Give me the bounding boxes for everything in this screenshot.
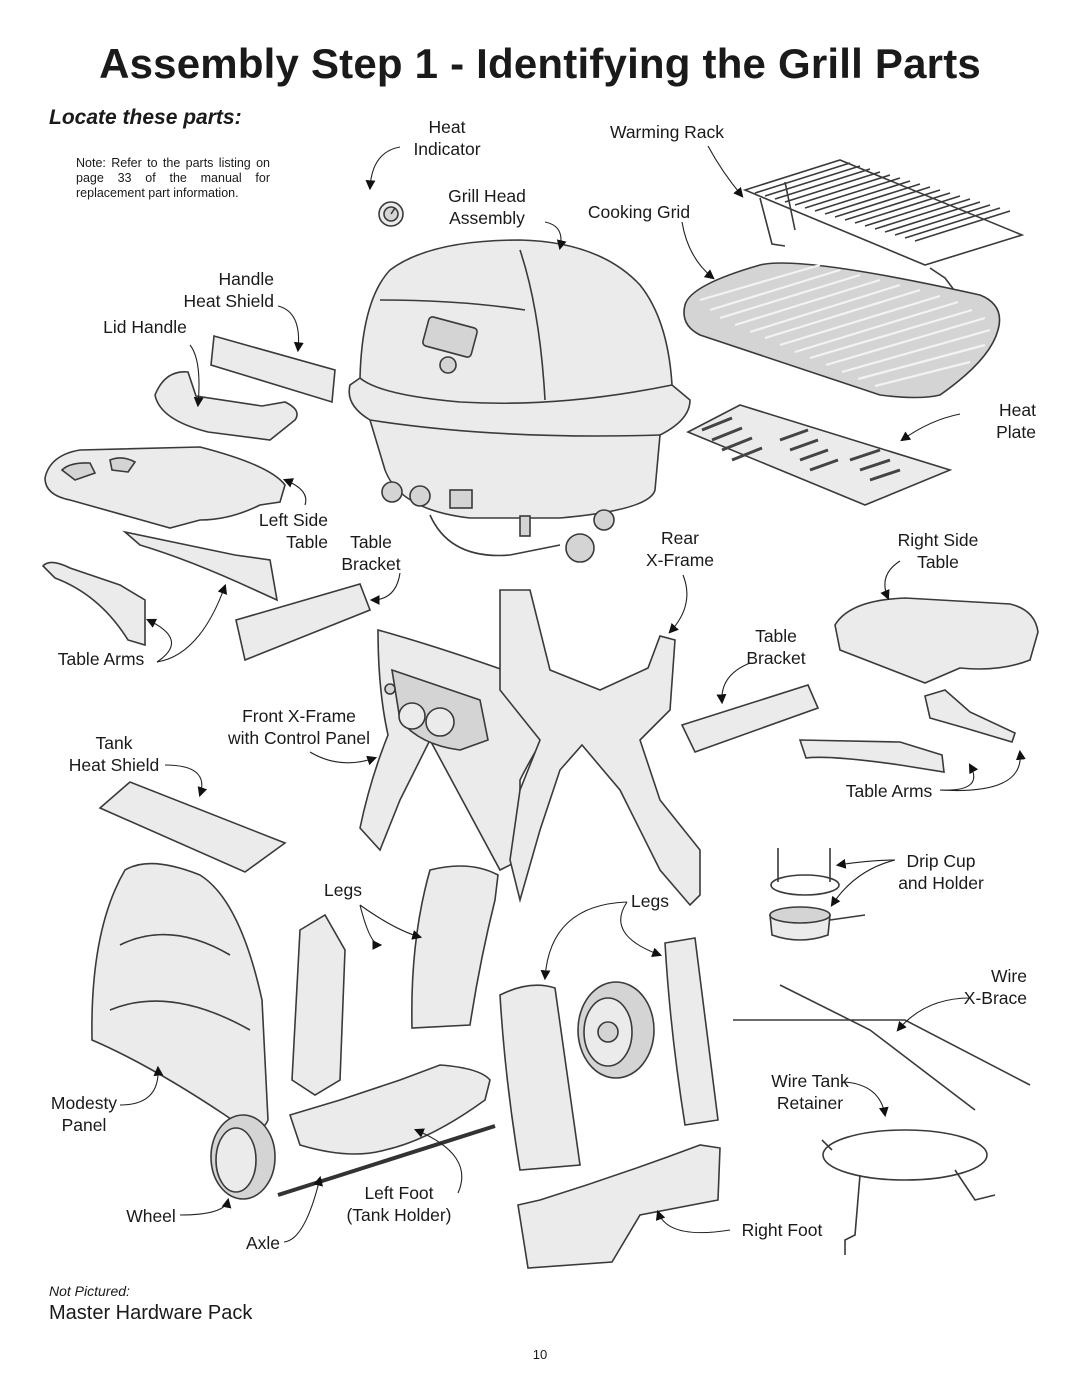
label-table-arms-right: Table Arms — [845, 781, 933, 801]
tank-heat-shield-part — [98, 781, 287, 873]
handle-heat-shield-part — [210, 334, 336, 404]
left-foot-part — [288, 1064, 491, 1155]
right-side-table-part — [834, 597, 1039, 684]
rear-x-frame-part — [499, 589, 701, 907]
label-table-arms-left: Table Arms — [57, 649, 145, 669]
label-left-foot: Left Foot (Tank Holder) — [346, 1183, 452, 1225]
label-modesty-panel: Modesty Panel — [50, 1093, 118, 1135]
left-side-table-part — [44, 446, 286, 529]
leader-lines — [119, 145, 1026, 1243]
legs-right-part — [499, 937, 719, 1171]
heat-plate-part — [686, 404, 953, 506]
drip-cup-part — [769, 848, 866, 941]
not-pictured-label: Not Pictured: — [49, 1283, 130, 1299]
label-table-bracket-left: Table Bracket — [341, 532, 401, 574]
label-warming-rack: Warming Rack — [609, 122, 725, 142]
parts-note: Note: Refer to the parts listing on page… — [76, 156, 270, 200]
page-title: Assembly Step 1 - Identifying the Grill … — [99, 40, 981, 87]
lid-handle-part — [154, 371, 298, 441]
table-bracket-left-part — [235, 583, 372, 662]
label-right-foot: Right Foot — [741, 1220, 823, 1240]
table-arms-left-part — [41, 530, 279, 647]
label-legs-left: Legs — [324, 880, 362, 900]
label-front-x-frame: Front X-Frame with Control Panel — [227, 706, 371, 748]
label-left-side-table: Left Side Table — [258, 510, 328, 552]
label-right-side-table: Right Side Table — [897, 530, 979, 572]
wire-tank-retainer-part — [821, 1129, 996, 1255]
label-handle-heat-shield: Handle Heat Shield — [183, 269, 274, 311]
table-arms-right-part — [798, 689, 1016, 773]
label-tank-heat-shield: Tank Heat Shield — [68, 733, 160, 775]
locate-parts-heading: Locate these parts: — [49, 106, 242, 129]
label-rear-x-frame: Rear X-Frame — [645, 528, 715, 570]
wheel-part — [210, 981, 655, 1200]
label-table-bracket-right: Table Bracket — [746, 626, 806, 668]
label-wire-x-brace: Wire X-Brace — [963, 966, 1027, 1008]
wire-x-brace-part — [733, 984, 1031, 1111]
legs-left-part — [291, 865, 499, 1096]
label-heat-indicator: Heat Indicator — [413, 117, 481, 159]
modesty-panel-part — [91, 862, 269, 1130]
label-lid-handle: Lid Handle — [103, 317, 187, 337]
label-legs-right: Legs — [631, 891, 669, 911]
grill-head-part — [348, 239, 691, 563]
label-grill-head-assembly: Grill Head Assembly — [448, 186, 526, 228]
not-pictured-item: Master Hardware Pack — [49, 1302, 253, 1324]
right-foot-part — [517, 1144, 721, 1269]
label-cooking-grid: Cooking Grid — [587, 202, 691, 222]
label-wheel: Wheel — [126, 1206, 176, 1226]
label-heat-plate: Heat Plate — [996, 400, 1036, 442]
table-bracket-right-part — [680, 684, 820, 753]
label-wire-tank-retainer: Wire Tank Retainer — [771, 1071, 849, 1113]
heat-indicator-part — [378, 201, 404, 227]
label-axle: Axle — [245, 1233, 281, 1253]
cooking-grid-part — [683, 262, 1001, 399]
page-number: 10 — [532, 1347, 548, 1362]
label-drip-cup-and-holder: Drip Cup and Holder — [898, 851, 984, 893]
